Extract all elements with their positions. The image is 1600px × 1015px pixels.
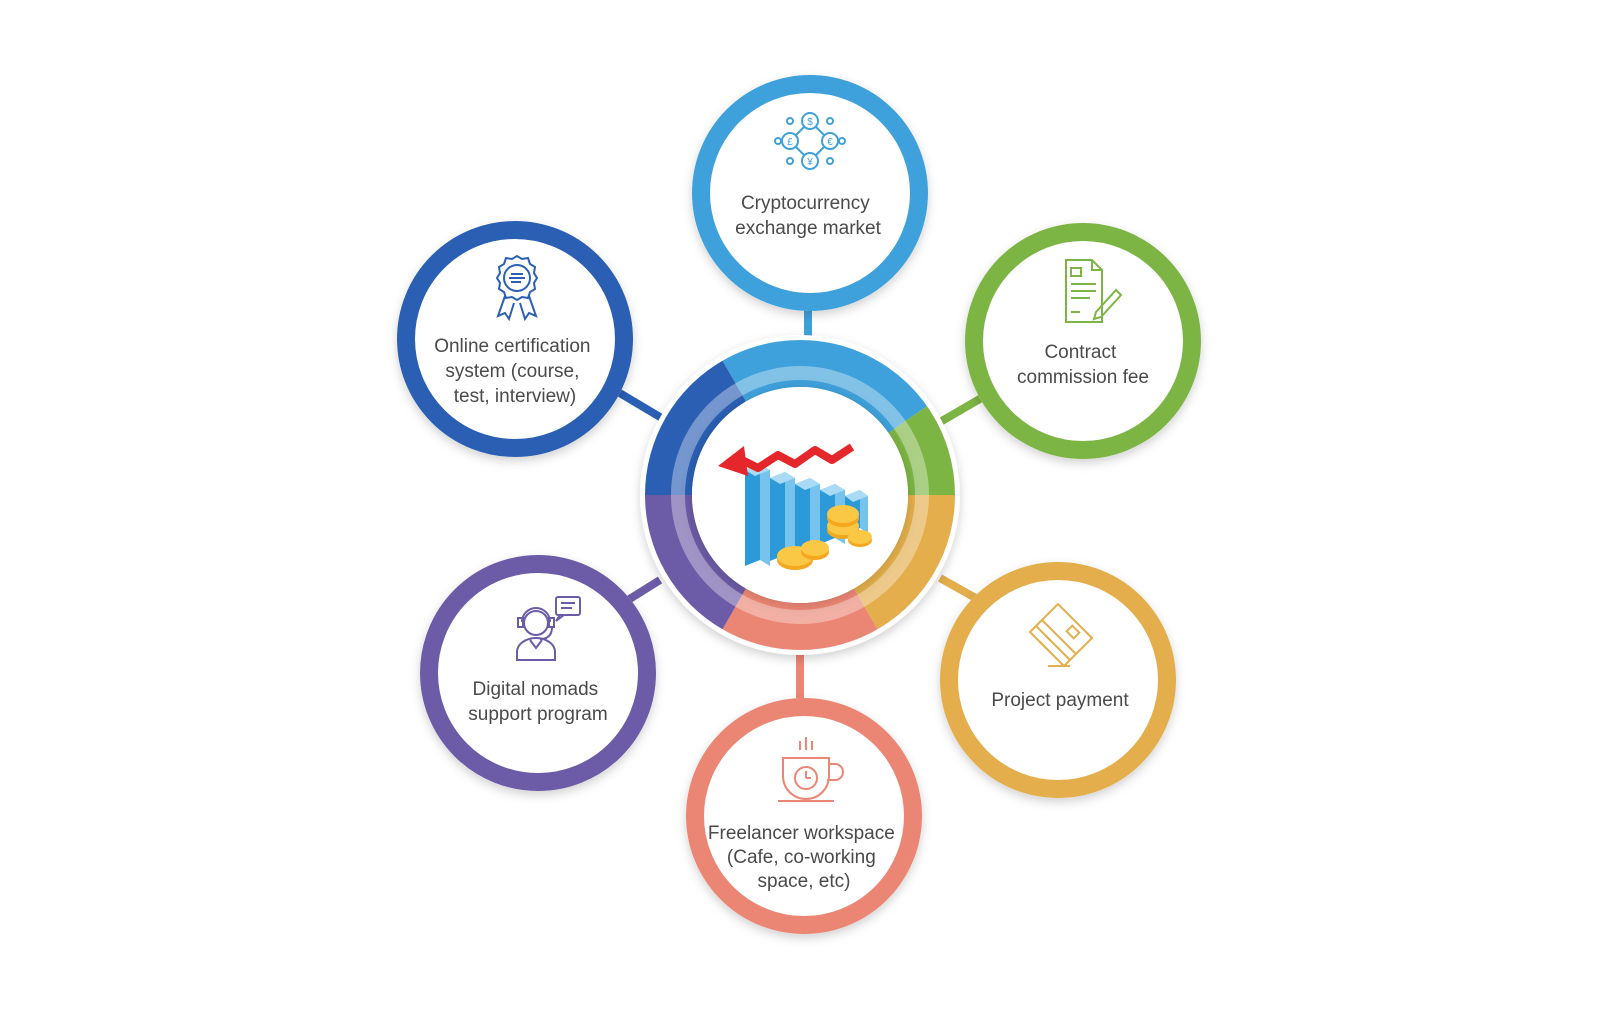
node-ring-contract — [965, 223, 1201, 459]
node-ring-nomads — [420, 555, 656, 791]
node-ring-workspace — [686, 698, 922, 934]
node-contract: Contract commission fee — [965, 223, 1201, 459]
center-ring — [645, 339, 955, 650]
coffee-cup-clock-icon — [778, 737, 844, 802]
ring-segment-contract — [888, 406, 955, 495]
node-label-crypto: Cryptocurrency exchange market — [735, 193, 881, 239]
node-label-certification: Online certification system (course, tes… — [434, 336, 596, 407]
node-ring-certification — [397, 221, 633, 457]
node-ring-crypto — [692, 75, 928, 311]
center-hub — [640, 335, 960, 655]
connector-certification — [615, 388, 668, 424]
ring-segment-payment — [854, 495, 955, 630]
currency-network-icon: $ ¥ £ € — [774, 112, 846, 170]
node-nomads: Digital nomads support program — [420, 555, 656, 791]
bar-chart-down-arrow-coins-icon — [718, 443, 872, 570]
certificate-badge-icon — [495, 254, 539, 322]
node-workspace: Freelancer workspace (Cafe, co-working s… — [686, 698, 922, 934]
node-label-workspace: Freelancer workspace (Cafe, co-working s… — [708, 823, 900, 892]
svg-text:¥: ¥ — [806, 157, 813, 168]
ring-segment-workspace — [722, 588, 878, 650]
svg-text:€: € — [827, 137, 833, 148]
ring-segment-crypto — [722, 339, 927, 434]
node-payment: Project payment — [940, 562, 1176, 798]
svg-text:£: £ — [787, 137, 793, 148]
svg-text:$: $ — [807, 117, 813, 128]
node-ring-payment — [940, 562, 1176, 798]
ring-inner-band — [671, 366, 929, 624]
node-label-nomads: Digital nomads support program — [468, 679, 607, 725]
node-label-payment: Project payment — [991, 690, 1129, 711]
credit-card-icon — [1028, 602, 1094, 668]
contract-document-pen-icon — [1065, 259, 1123, 323]
ring-segment-certification — [645, 360, 746, 495]
support-agent-headset-icon — [516, 596, 581, 661]
node-label-contract: Contract commission fee — [1017, 342, 1149, 388]
ring-segment-nomads — [645, 495, 746, 630]
node-crypto: $ ¥ £ € Cryptocurrency exchange market — [692, 75, 928, 311]
node-certification: Online certification system (course, tes… — [397, 221, 633, 457]
